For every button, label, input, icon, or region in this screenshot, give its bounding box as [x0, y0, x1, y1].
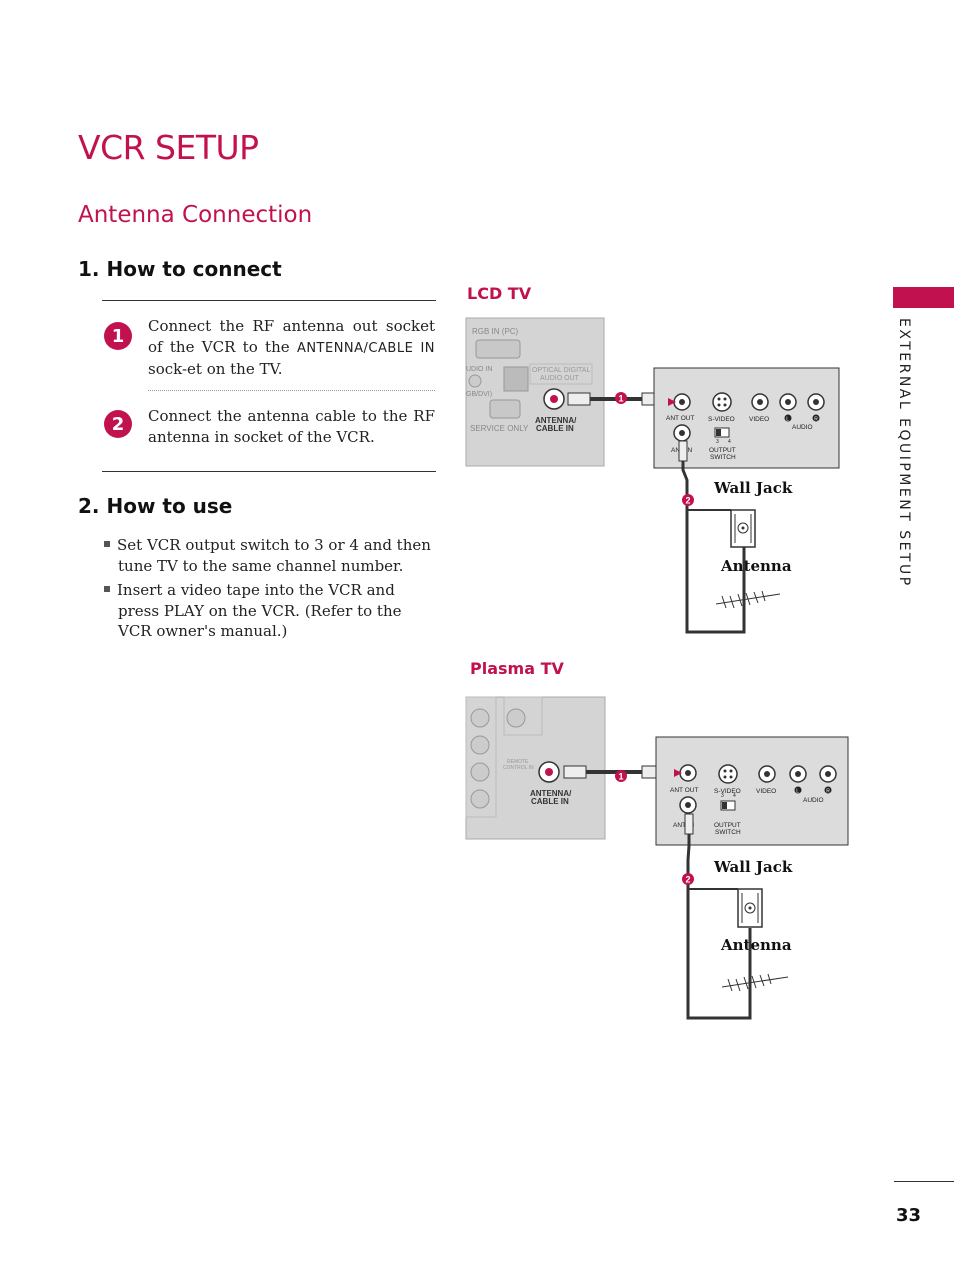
- svg-text:AUDIO: AUDIO: [803, 797, 824, 804]
- lcd-badge-1: [615, 392, 627, 404]
- svg-text:OUTPUT: OUTPUT: [714, 822, 741, 829]
- section-side-label: EXTERNAL EQUIPMENT SETUP: [896, 318, 912, 588]
- use-bullet-1: Set VCR output switch to 3 or 4 and then…: [104, 535, 436, 576]
- plasma-tv-label: Plasma TV: [470, 659, 564, 678]
- use-bullet-2: Insert a video tape into the VCR and pre…: [104, 580, 436, 642]
- svg-text:3: 3: [716, 439, 719, 445]
- lcd-vcr-svideo-jack: [712, 392, 732, 412]
- lcd-cable-2: [681, 461, 746, 634]
- vcr-switch-label: SWITCH: [710, 454, 736, 461]
- lcd-plug-tv: [567, 392, 591, 406]
- service-label: SERVICE ONLY: [470, 424, 529, 433]
- svg-text:SWITCH: SWITCH: [715, 829, 741, 836]
- lcd-connection-diagram: RGB IN (PC) UDIO IN GB/DVI) SERVICE ONLY…: [465, 317, 840, 634]
- svg-text:VIDEO: VIDEO: [756, 788, 776, 795]
- lcd-antenna-icon: [715, 590, 781, 609]
- plasma-connection-diagram: REMOTE CONTROL IN ANTENNA/ CABLE IN 1 AN…: [465, 696, 849, 1020]
- lcd-cable-in-label: CABLE IN: [536, 424, 574, 433]
- vcr-ant-out-label: ANT OUT: [666, 415, 694, 422]
- plasma-badge-2: [682, 873, 694, 885]
- footer-rule: [894, 1181, 954, 1182]
- vcr-video-label: VIDEO: [749, 416, 769, 423]
- step-2-text: Connect the antenna cable to the RF ante…: [148, 407, 435, 446]
- vcr-output-label: OUTPUT: [709, 447, 736, 454]
- audio-in-jack: [468, 374, 482, 388]
- bottom-divider: [102, 471, 436, 472]
- svg-text:4: 4: [728, 439, 731, 445]
- lcd-tv-label: LCD TV: [467, 284, 532, 303]
- remote-label: REMOTE: [507, 759, 529, 765]
- service-port: [489, 399, 521, 419]
- control-in-label: CONTROL IN: [503, 765, 534, 771]
- lcd-output-switch: [714, 427, 730, 438]
- optical-port: [503, 366, 529, 392]
- svg-text:S-VIDEO: S-VIDEO: [714, 788, 741, 795]
- lcd-vcr-panel: [653, 367, 840, 469]
- svg-text:2: 2: [686, 496, 691, 506]
- step-1-badge: 1: [104, 322, 132, 350]
- plasma-antenna-label: Antenna: [721, 936, 792, 954]
- top-divider: [102, 300, 436, 301]
- optical-box: [529, 363, 593, 385]
- step-1-text: Connect the RF antenna out socket of the…: [148, 317, 436, 378]
- svg-text:L: L: [786, 417, 789, 423]
- optical-label: OPTICAL DIGITAL: [532, 367, 590, 374]
- plasma-wall-jack-label: Wall Jack: [714, 858, 793, 876]
- how-to-use-heading: 2. How to use: [78, 494, 233, 518]
- svg-text:1: 1: [619, 772, 624, 782]
- page-title: VCR SETUP: [78, 128, 259, 167]
- plasma-arrow-icon: [674, 769, 682, 777]
- lcd-badge-1-text: 1: [619, 394, 624, 404]
- lcd-arrow-icon: [668, 398, 676, 406]
- svg-text:L: L: [796, 789, 799, 795]
- step-2-badge: 2: [104, 410, 132, 438]
- plasma-antenna-icon: [721, 973, 789, 992]
- svg-text:R: R: [814, 417, 818, 423]
- bullet-square-icon: [104, 541, 110, 547]
- lcd-wall-jack-label: Wall Jack: [714, 479, 793, 497]
- svg-text:3: 3: [721, 793, 724, 799]
- svg-text:ANT OUT: ANT OUT: [670, 787, 698, 794]
- lcd-antenna-label-text: ANTENNA/: [535, 416, 577, 425]
- rgb-port: [475, 339, 521, 359]
- plasma-badge-1: [615, 770, 627, 782]
- plasma-cable-in-text: CABLE IN: [531, 797, 569, 806]
- bullet-square-icon: [104, 586, 110, 592]
- vcr-audio-label: AUDIO: [792, 424, 813, 431]
- lcd-antenna-jack-center: [550, 395, 558, 403]
- lcd-plug-ant-in: [678, 440, 688, 462]
- section-tab-marker: [893, 287, 954, 308]
- page-number: 33: [896, 1205, 922, 1226]
- how-to-connect-heading: 1. How to connect: [78, 257, 282, 281]
- svg-text:4: 4: [733, 793, 736, 799]
- svg-text:ANT IN: ANT IN: [673, 822, 694, 829]
- section-subtitle: Antenna Connection: [78, 202, 313, 228]
- rgb-in-label: RGB IN (PC): [472, 327, 519, 336]
- plasma-cable-2: [686, 834, 752, 1020]
- lcd-badge-2: [682, 494, 694, 506]
- plasma-antenna-text: ANTENNA/: [530, 789, 572, 798]
- audio-in-label: UDIO IN: [466, 366, 492, 373]
- lcd-antenna-label: Antenna: [721, 557, 792, 575]
- plasma-output-switch: [720, 800, 736, 811]
- svg-text:2: 2: [686, 875, 691, 885]
- rgb-dvi-label: GB/DVI): [466, 391, 492, 398]
- vcr-svideo-label: S-VIDEO: [708, 416, 735, 423]
- audio-out-label: AUDIO OUT: [540, 375, 580, 382]
- svg-text:R: R: [826, 789, 830, 795]
- step-divider: [148, 390, 435, 391]
